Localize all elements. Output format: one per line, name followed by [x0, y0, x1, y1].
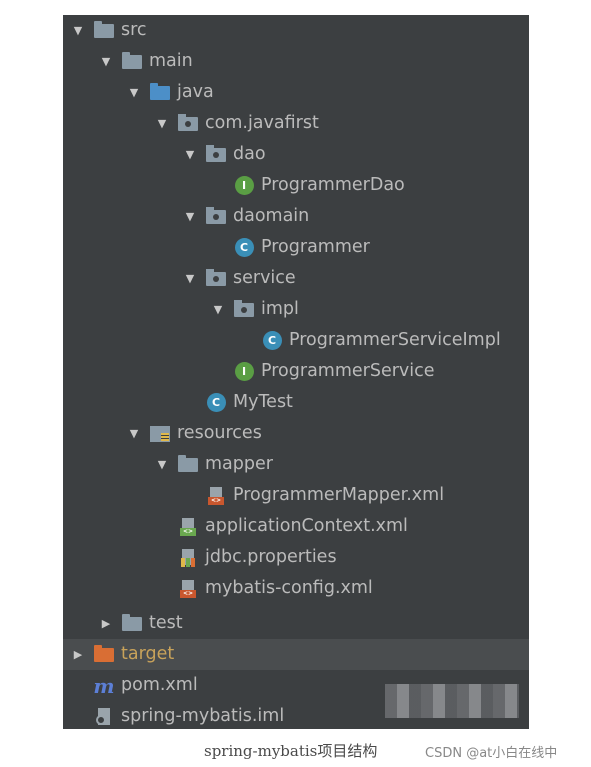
tree-node-label: spring-mybatis.iml: [121, 706, 285, 726]
tree-node-programmerserviceimpl[interactable]: C ProgrammerServiceImpl: [63, 325, 529, 356]
tree-node-src[interactable]: ▼ src: [63, 15, 529, 46]
expand-right-icon[interactable]: ▶: [101, 617, 111, 630]
properties-file-icon: [177, 548, 199, 568]
expand-down-icon[interactable]: ▼: [157, 458, 167, 471]
folder-icon: [121, 613, 143, 634]
folder-icon: [121, 51, 143, 72]
tree-node-label: service: [233, 268, 296, 288]
xml-file-icon: <>: [205, 486, 227, 506]
folder-icon: [93, 20, 115, 41]
tree-node-label: test: [149, 613, 183, 633]
tree-node-label: resources: [177, 423, 262, 443]
package-icon: [205, 206, 227, 227]
tree-node-resources[interactable]: ▼ resources: [63, 418, 529, 449]
resources-folder-icon: [149, 424, 171, 444]
tree-node-programmer[interactable]: C Programmer: [63, 232, 529, 263]
folder-icon: [177, 454, 199, 475]
expand-down-icon[interactable]: ▼: [157, 117, 167, 130]
tree-node-label: java: [177, 82, 214, 102]
xml-file-icon: <>: [177, 579, 199, 599]
expand-right-icon[interactable]: ▶: [73, 648, 83, 661]
tree-node-mapper[interactable]: ▼ mapper: [63, 449, 529, 480]
expand-down-icon[interactable]: ▼: [73, 24, 83, 37]
interface-icon: I: [233, 362, 255, 382]
spring-xml-icon: <>: [177, 517, 199, 537]
tree-node-dao[interactable]: ▼ dao: [63, 139, 529, 170]
tree-node-com-javafirst[interactable]: ▼ com.javafirst: [63, 108, 529, 139]
interface-icon: I: [233, 176, 255, 196]
tree-node-label: dao: [233, 144, 266, 164]
tree-node-label: mapper: [205, 454, 273, 474]
expand-down-icon[interactable]: ▼: [129, 86, 139, 99]
maven-icon: m: [93, 673, 115, 698]
project-tree: ▼ src ▼ main ▼ java ▼ com.javafirst ▼ da…: [63, 15, 529, 729]
module-file-icon: [93, 707, 115, 727]
tree-node-target[interactable]: ▶ target: [63, 639, 529, 670]
tree-node-applicationcontext-xml[interactable]: <> applicationContext.xml: [63, 511, 529, 542]
tree-node-programmerdao[interactable]: I ProgrammerDao: [63, 170, 529, 201]
expand-down-icon[interactable]: ▼: [101, 55, 111, 68]
tree-node-main[interactable]: ▼ main: [63, 46, 529, 77]
pixelated-overlay: [385, 684, 519, 718]
tree-node-label: ProgrammerMapper.xml: [233, 485, 445, 505]
tree-node-mytest[interactable]: C MyTest: [63, 387, 529, 418]
tree-node-label: src: [121, 20, 147, 40]
tree-node-mybatis-config-xml[interactable]: <> mybatis-config.xml: [63, 573, 529, 604]
package-icon: [205, 144, 227, 165]
figure-caption: spring-mybatis项目结构: [204, 742, 378, 760]
tree-node-label: mybatis-config.xml: [205, 578, 373, 598]
class-icon: C: [233, 238, 255, 258]
tree-node-label: target: [121, 644, 175, 664]
source-folder-icon: [149, 82, 171, 103]
tree-node-test[interactable]: ▶ test: [63, 608, 529, 639]
excluded-folder-icon: [93, 644, 115, 665]
test-class-icon: C: [205, 393, 227, 413]
tree-node-label: applicationContext.xml: [205, 516, 408, 536]
expand-down-icon[interactable]: ▼: [185, 272, 195, 285]
tree-node-label: jdbc.properties: [205, 547, 337, 567]
tree-node-label: MyTest: [233, 392, 293, 412]
tree-node-impl[interactable]: ▼ impl: [63, 294, 529, 325]
tree-node-label: impl: [261, 299, 299, 319]
tree-node-java[interactable]: ▼ java: [63, 77, 529, 108]
class-icon: C: [261, 331, 283, 351]
tree-node-label: main: [149, 51, 193, 71]
package-icon: [233, 299, 255, 320]
tree-node-service[interactable]: ▼ service: [63, 263, 529, 294]
watermark-text: CSDN @at小白在线中: [425, 746, 558, 761]
tree-node-label: ProgrammerServiceImpl: [289, 330, 501, 350]
tree-node-pom-xml[interactable]: m pom.xml: [63, 670, 529, 701]
package-icon: [177, 113, 199, 134]
tree-node-daomain[interactable]: ▼ daomain: [63, 201, 529, 232]
tree-node-programmermapper-xml[interactable]: <> ProgrammerMapper.xml: [63, 480, 529, 511]
tree-node-label: daomain: [233, 206, 310, 226]
tree-node-jdbc-properties[interactable]: jdbc.properties: [63, 542, 529, 573]
expand-down-icon[interactable]: ▼: [129, 427, 139, 440]
expand-down-icon[interactable]: ▼: [213, 303, 223, 316]
tree-node-spring-mybatis-iml[interactable]: spring-mybatis.iml: [63, 701, 529, 729]
expand-down-icon[interactable]: ▼: [185, 210, 195, 223]
tree-node-label: Programmer: [261, 237, 370, 257]
expand-down-icon[interactable]: ▼: [185, 148, 195, 161]
tree-node-programmerservice[interactable]: I ProgrammerService: [63, 356, 529, 387]
tree-node-label: com.javafirst: [205, 113, 319, 133]
tree-node-label: ProgrammerService: [261, 361, 435, 381]
tree-node-label: ProgrammerDao: [261, 175, 405, 195]
package-icon: [205, 268, 227, 289]
tree-node-label: pom.xml: [121, 675, 198, 695]
